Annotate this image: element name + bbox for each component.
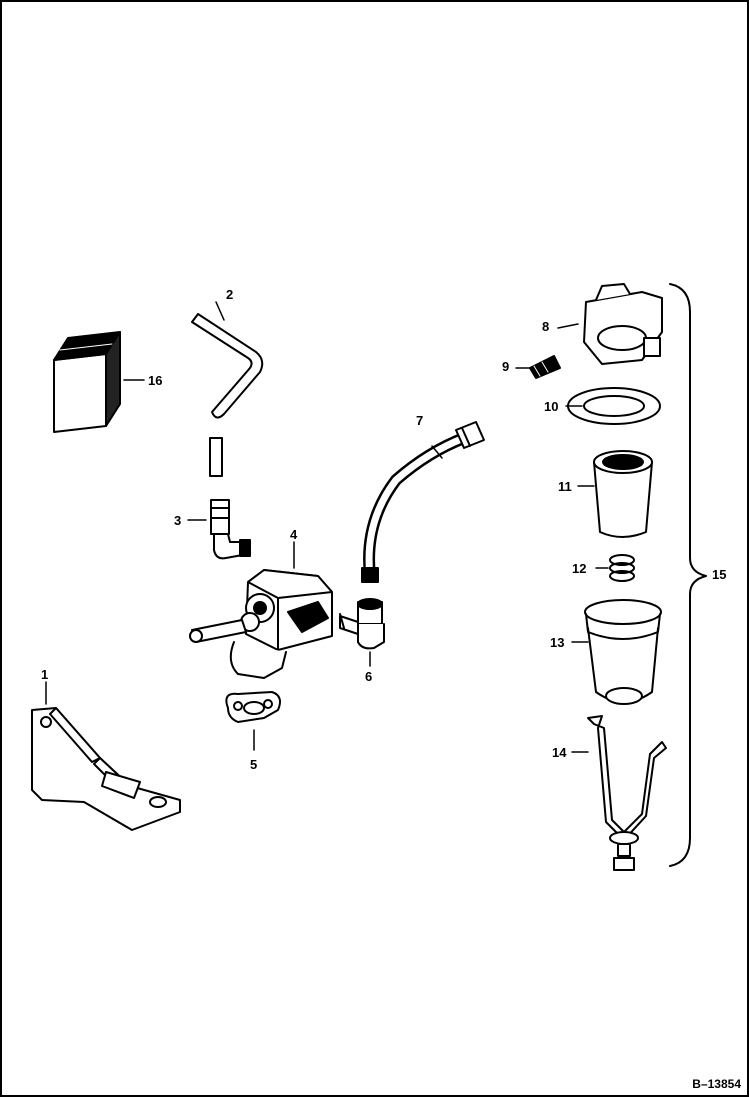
retainer-drawing [571, 715, 667, 871]
callout-14: 14 [552, 745, 567, 760]
filter-element-drawing [577, 450, 653, 538]
bracket-drawing [31, 681, 181, 831]
elbow-fitting-3-drawing [187, 499, 251, 560]
callout-6: 6 [365, 669, 373, 684]
gasket-10-drawing [565, 387, 661, 425]
callout-8: 8 [542, 319, 550, 334]
callout-16: 16 [148, 373, 163, 388]
elbow-fitting-6-drawing [339, 598, 385, 667]
callout-11: 11 [558, 479, 572, 494]
filter-head-drawing [557, 283, 663, 365]
callout-10: 10 [544, 399, 559, 414]
spring-drawing [595, 554, 635, 582]
gasket-5-drawing [225, 691, 281, 751]
callout-5: 5 [250, 757, 258, 772]
bleed-screw-drawing [515, 355, 561, 379]
callout-3: 3 [174, 513, 182, 528]
fuel-line-drawing [361, 421, 485, 583]
callout-7: 7 [416, 413, 424, 428]
callout-15: 15 [712, 567, 727, 582]
element-box-drawing [53, 331, 145, 433]
callout-2: 2 [226, 287, 234, 302]
callout-13: 13 [550, 635, 565, 650]
callout-9: 9 [502, 359, 510, 374]
figure-reference: B–13854 [692, 1077, 741, 1091]
bowl-drawing [571, 599, 662, 705]
fuel-pump-drawing [189, 541, 333, 679]
assembly-brace [669, 283, 707, 867]
callout-4: 4 [290, 527, 298, 542]
callout-1: 1 [41, 667, 49, 682]
callout-12: 12 [572, 561, 587, 576]
hose-drawing [191, 301, 264, 477]
